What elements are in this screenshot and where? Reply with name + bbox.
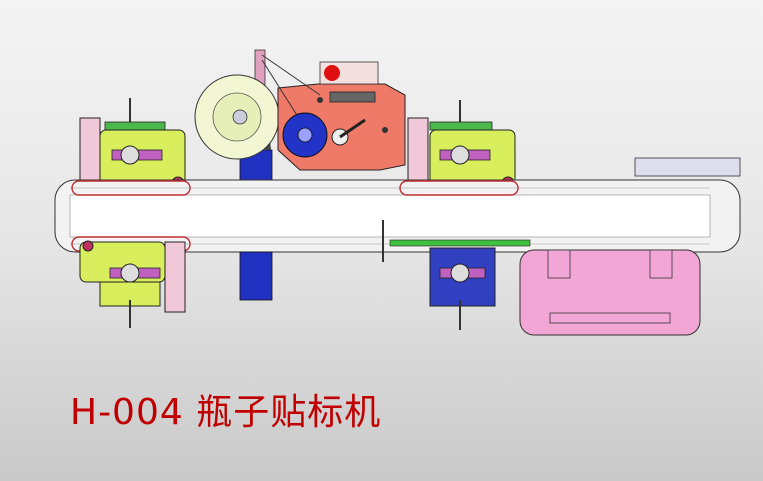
machine-title: H-004 瓶子贴标机 (70, 392, 382, 433)
top-control-box (319, 61, 379, 85)
collection-bin (519, 249, 701, 336)
left-bottom-module (79, 240, 186, 328)
right-top-guide (634, 157, 741, 177)
conveyor-belt (54, 179, 741, 262)
center-bottom-module (429, 247, 496, 330)
drive-roller (282, 112, 328, 158)
lower-blue-column (239, 251, 273, 301)
label-roll (194, 49, 280, 160)
center-top-module (407, 100, 516, 193)
left-top-module (79, 98, 186, 193)
